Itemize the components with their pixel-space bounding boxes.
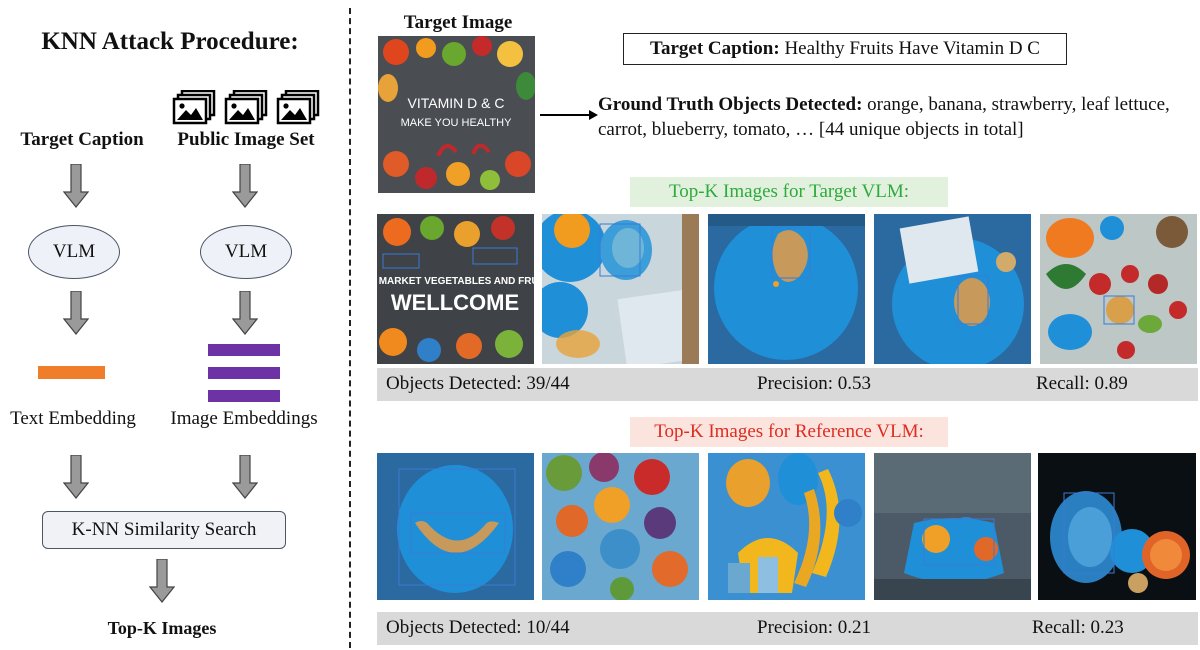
image-embeddings-label: Image Embeddings — [170, 408, 318, 429]
target-caption-box: Target Caption: Healthy Fruits Have Vita… — [623, 33, 1067, 65]
ground-truth-value: orange, banana, strawberry, leaf lettuce… — [598, 94, 1170, 140]
reference-vlm-result-image — [377, 453, 534, 600]
top-k-images-output-label: Top-K Images — [107, 618, 217, 638]
down-arrow-icon — [63, 455, 89, 499]
down-arrow-icon — [232, 164, 258, 208]
target-image: VITAMIN D & C MAKE YOU HEALTHY — [378, 36, 535, 193]
target-image-label: Target Image — [403, 12, 513, 33]
reference-vlm-stats-bar: Objects Detected: 10/44 Precision: 0.21 … — [377, 612, 1198, 645]
procedure-title: KNN Attack Procedure: — [41, 28, 299, 55]
precision-stat: Precision: 0.53 — [757, 373, 871, 394]
vlm-text-encoder: VLM — [28, 225, 120, 279]
target-image-text-1: VITAMIN D & C — [408, 95, 505, 111]
reference-vlm-result-image — [542, 453, 699, 600]
public-image-set-icons — [172, 90, 320, 128]
ground-truth-prefix: Ground Truth Objects Detected: — [598, 94, 863, 115]
image-stack-icon — [224, 90, 268, 126]
public-image-set-label: Public Image Set — [177, 129, 315, 150]
text-embedding-label: Text Embedding — [10, 408, 136, 429]
image-embedding-bar — [208, 367, 280, 379]
target-vlm-result-image — [874, 214, 1031, 364]
right-arrow-icon — [540, 110, 598, 120]
reference-vlm-result-image — [708, 453, 865, 600]
down-arrow-icon — [149, 559, 175, 603]
target-image-text-2: MAKE YOU HEALTHY — [401, 117, 513, 129]
target-vlm-result-image-text-1: TOP MARKET VEGETABLES AND FRUITS — [377, 276, 534, 287]
target-caption-value: Healthy Fruits Have Vitamin D C — [784, 38, 1040, 59]
text-embedding-bar — [38, 366, 105, 379]
reference-vlm-section-label: Top-K Images for Reference VLM: — [630, 417, 948, 447]
target-vlm-result-image: TOP MARKET VEGETABLES AND FRUITS WELLCOM… — [377, 214, 534, 364]
vlm-image-encoder: VLM — [200, 225, 292, 279]
target-vlm-result-image — [708, 214, 865, 364]
objects-detected-stat: Objects Detected: 10/44 — [386, 617, 570, 638]
down-arrow-icon — [232, 291, 258, 335]
recall-stat: Recall: 0.89 — [1036, 373, 1128, 394]
down-arrow-icon — [63, 164, 89, 208]
recall-stat: Recall: 0.23 — [1032, 617, 1124, 638]
target-vlm-result-image — [1040, 214, 1197, 364]
ground-truth-objects: Ground Truth Objects Detected: orange, b… — [598, 92, 1188, 142]
image-embedding-bar — [208, 390, 280, 402]
down-arrow-icon — [63, 291, 89, 335]
image-embedding-bars — [208, 344, 280, 402]
objects-detected-stat: Objects Detected: 39/44 — [386, 373, 570, 394]
target-caption-prefix: Target Caption: — [650, 38, 780, 59]
target-vlm-stats-bar: Objects Detected: 39/44 Precision: 0.53 … — [377, 368, 1198, 401]
precision-stat: Precision: 0.21 — [757, 617, 871, 638]
image-stack-icon — [276, 90, 320, 126]
reference-vlm-result-image — [1038, 453, 1196, 600]
reference-vlm-result-image — [874, 453, 1031, 600]
panel-divider — [349, 8, 351, 648]
target-vlm-section-label: Top-K Images for Target VLM: — [630, 177, 948, 207]
target-vlm-result-image-text-2: WELLCOME — [391, 290, 519, 315]
target-vlm-result-image — [542, 214, 699, 364]
image-embedding-bar — [208, 344, 280, 356]
target-caption-label: Target Caption — [20, 129, 144, 150]
down-arrow-icon — [232, 455, 258, 499]
knn-similarity-search-box: K-NN Similarity Search — [42, 511, 286, 549]
image-stack-icon — [172, 90, 216, 126]
